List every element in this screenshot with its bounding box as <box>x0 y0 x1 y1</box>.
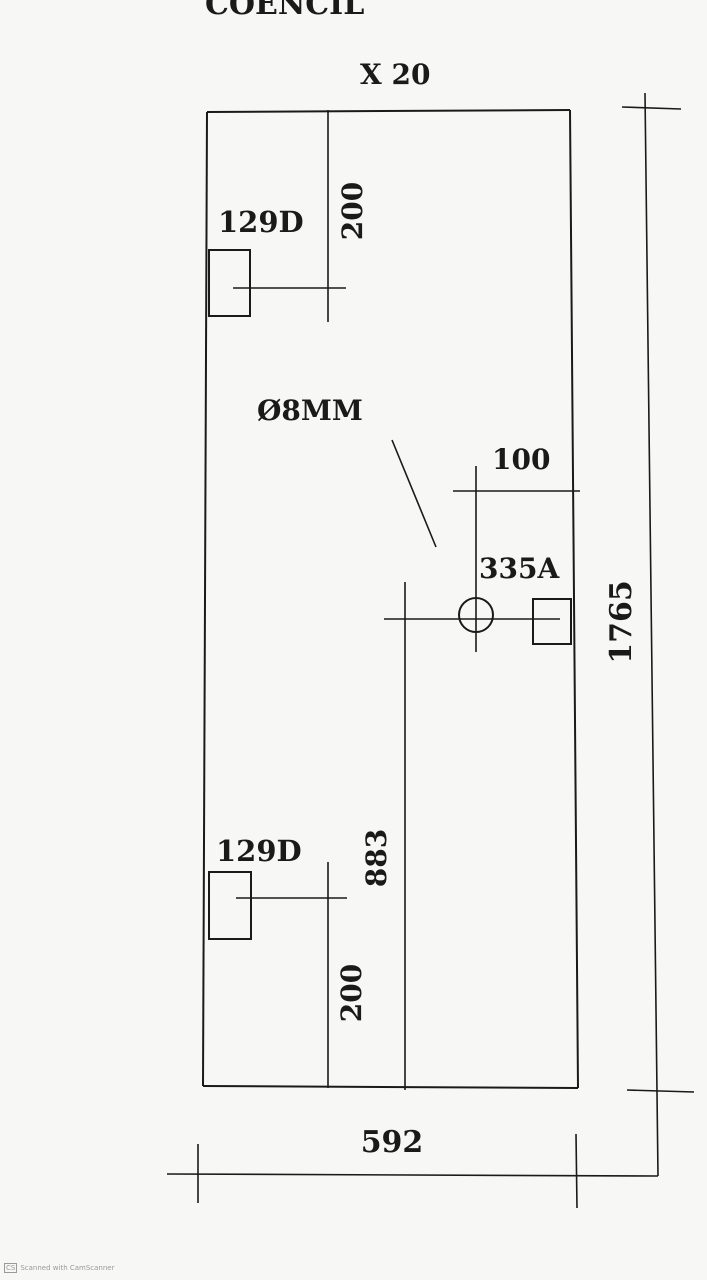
panel-outline <box>202 109 579 1089</box>
width-dimension-group: 592 <box>166 1125 659 1209</box>
bottom-hinge-label: 129D <box>216 834 302 868</box>
top-hinge-group: 129D 200 <box>208 110 369 322</box>
hole-leader-line <box>391 439 437 548</box>
bottom-hinge-dimension: 200 <box>335 964 368 1022</box>
height-dimension-line <box>644 92 659 1177</box>
handle-hole <box>458 597 494 633</box>
quantity-label: X 20 <box>360 58 430 91</box>
handle-height-dimension: 883 <box>360 829 393 887</box>
handle-group: 100 335A 883 <box>360 443 580 1090</box>
hole-diameter-label: Ø8MM <box>257 394 363 427</box>
bottom-hinge-cup <box>208 871 252 940</box>
handle-edge-dimension: 100 <box>492 443 550 476</box>
drawing-title: COENCIL <box>205 0 364 22</box>
scanner-logo: CS <box>4 1263 18 1273</box>
lock-body <box>532 598 572 645</box>
top-hinge-cup <box>208 249 251 317</box>
height-dimension-group: 1765 <box>604 92 695 1177</box>
handle-part-label: 335A <box>479 552 560 585</box>
scanner-text: Scanned with CamScanner <box>20 1264 115 1272</box>
height-dimension-bottom-tick <box>626 1089 695 1093</box>
overall-width: 592 <box>361 1125 424 1160</box>
hole-callout: Ø8MM <box>257 394 437 548</box>
width-dimension-right-tick <box>575 1133 578 1209</box>
top-hinge-label: 129D <box>218 205 304 239</box>
height-dimension-top-tick <box>621 106 682 110</box>
bottom-hinge-group: 129D 200 <box>208 834 368 1088</box>
overall-height: 1765 <box>604 580 639 664</box>
top-hinge-dimension: 200 <box>336 182 369 240</box>
width-dimension-line <box>166 1173 659 1177</box>
